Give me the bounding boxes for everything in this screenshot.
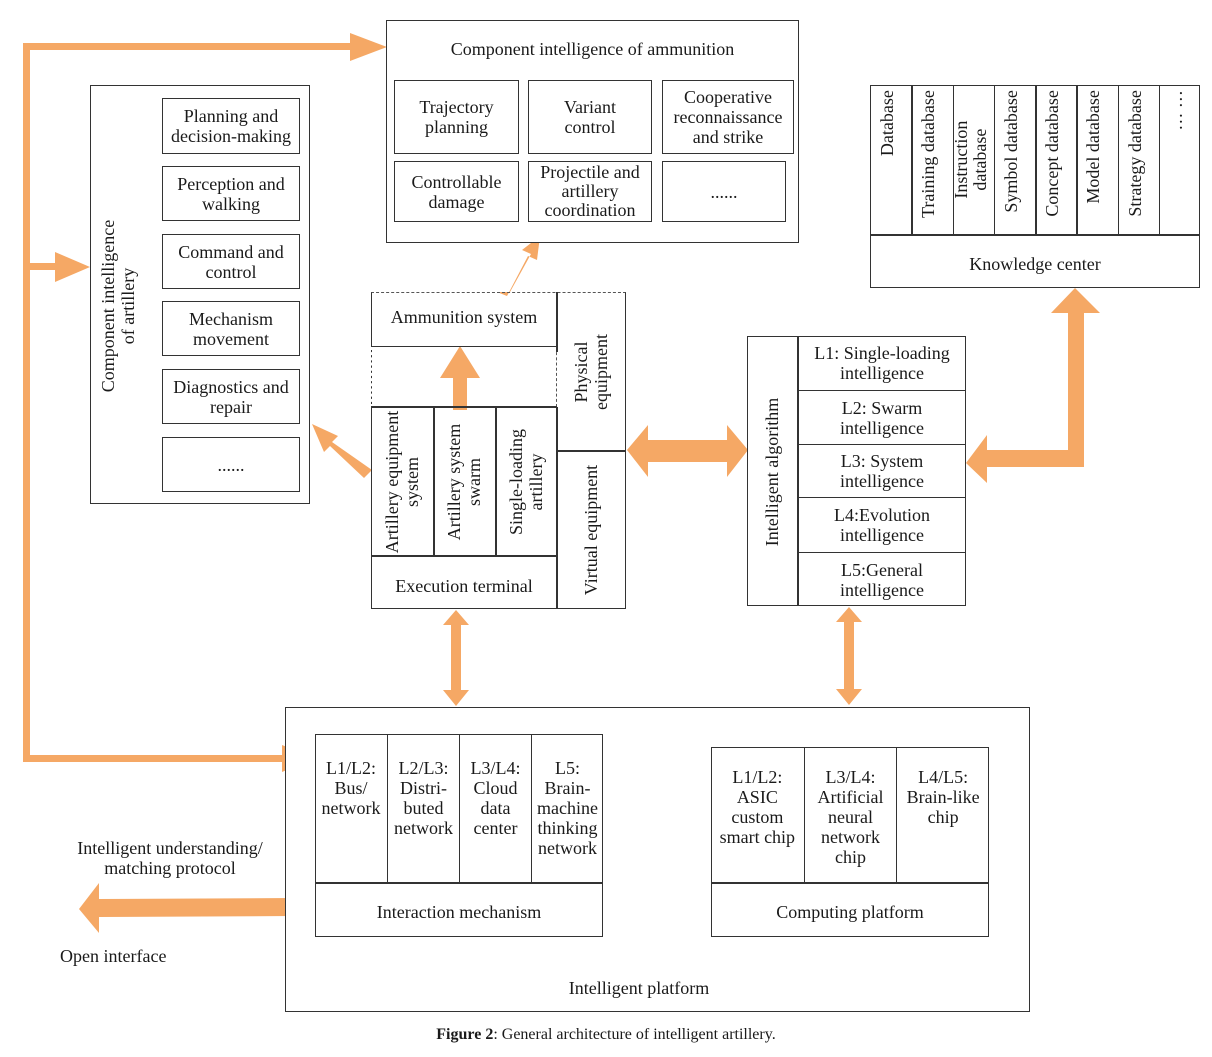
algorithm-level: L4:Evolution intelligence (798, 497, 966, 552)
computing-platform-label: Computing platform (776, 902, 924, 922)
top-connector-line (23, 43, 353, 50)
ammunition-item: ...... (662, 161, 786, 222)
ammunition-system-label: Ammunition system (390, 307, 538, 327)
algorithm-level: L3: System intelligence (798, 444, 966, 497)
interaction-mechanism-label: Interaction mechanism (376, 902, 542, 922)
artillery-item: Planning and decision-making (162, 98, 300, 154)
computing-divider-h (711, 882, 989, 884)
exec-column-label: Artillery system swarm (444, 423, 484, 541)
physical-virtual-divider-h (556, 450, 626, 452)
artillery-item: Perception and walking (162, 166, 300, 221)
database-label: Database (877, 90, 898, 156)
platform-column: L2/L3: Distri-buted network (387, 734, 459, 882)
ammunition-component-title: Component intelligence of ammunition (450, 39, 735, 59)
algorithm-divider-v (797, 336, 799, 606)
database-label: Training database (918, 90, 939, 218)
computing-platform-panel (711, 747, 989, 937)
algorithm-level: L5:General intelligence (798, 552, 966, 606)
trunk-line (23, 43, 30, 760)
arrow-to-artillery-component (55, 252, 90, 282)
artillery-item: Diagnostics and repair (162, 369, 300, 424)
ammunition-item: Variant control (528, 80, 652, 154)
virtual-equipment-label: Virtual equipment (581, 464, 601, 596)
database-divider (1076, 85, 1078, 234)
database-divider (1117, 85, 1119, 234)
intelligent-platform-title: Intelligent platform (568, 978, 710, 998)
physical-equipment-label: Physical equipment (571, 334, 611, 410)
database-label: Concept database (1042, 90, 1063, 217)
platform-column: L1/L2: Bus/ network (321, 758, 381, 818)
exec-column-label: Artillery equipment system (382, 410, 422, 554)
database-label: … … (1165, 90, 1186, 131)
arrow-open-interface (79, 882, 315, 933)
ammunition-item: Cooperative reconnaissance and strike (662, 80, 794, 154)
ammunition-item: Controllable damage (394, 161, 519, 222)
artillery-component-title: Component intelligence of artillery (98, 219, 138, 393)
figure-caption-label: Figure 2 (436, 1026, 494, 1043)
col-divider (433, 406, 435, 556)
col-divider (495, 406, 497, 556)
arrow-algorithm-platform (836, 607, 862, 705)
platform-column: L3/L4: Artificial neural network chip (803, 747, 897, 882)
bottom-connector-line (23, 755, 285, 762)
artillery-component-panel (90, 85, 310, 504)
knowledge-center-title: Knowledge center (969, 254, 1101, 274)
database-divider (911, 85, 913, 234)
arrow-exec-platform (443, 610, 469, 706)
ammunition-item: Trajectory planning (394, 80, 519, 154)
ammunition-item: Projectile and artillery coordination (528, 161, 652, 222)
database-divider (993, 85, 996, 234)
arrow-exec-to-artillery (312, 424, 372, 478)
figure-caption-text: : General architecture of intelligent ar… (493, 1026, 776, 1043)
arrow-to-ammunition-component (350, 33, 387, 61)
arrow-exec-algorithm (627, 425, 748, 477)
algorithm-level: L2: Swarm intelligence (798, 390, 966, 444)
arrow-algorithm-knowledge (966, 288, 1100, 483)
figure-caption: Figure 2: General architecture of intell… (0, 1026, 1212, 1044)
database-label: Model database (1083, 90, 1104, 204)
exec-column-label: Single-loading artillery (506, 429, 546, 535)
database-label: Instruction database (950, 120, 990, 199)
database-divider (1158, 85, 1161, 234)
columns-bottom-line (371, 555, 557, 557)
platform-column: L1/L2: ASIC custom smart chip (719, 767, 796, 847)
knowledge-center-divider (870, 234, 1200, 236)
columns-top-line (371, 406, 557, 408)
platform-column: L5: Brain-machine thinking network (531, 734, 603, 882)
intelligent-algorithm-title: Intelligent algorithm (762, 397, 782, 547)
physical-virtual-divider-v (556, 292, 558, 352)
database-divider (1035, 85, 1037, 234)
protocol-label: Intelligent understanding/ matching prot… (77, 838, 263, 878)
platform-column: L3/L4: Cloud data center (459, 734, 531, 882)
artillery-item: ...... (162, 437, 300, 492)
intelligent-algorithm-panel (747, 336, 966, 606)
ammunition-system-box (371, 292, 557, 347)
virtual-divider-v (556, 407, 558, 609)
mid-connector-line (23, 263, 58, 270)
interaction-divider-h (315, 882, 603, 884)
algorithm-level: L1: Single-loading intelligence (814, 343, 950, 383)
platform-column: L4/L5: Brain-like chip (896, 747, 989, 882)
artillery-item: Command and control (162, 234, 300, 289)
open-interface-label: Open interface (60, 946, 167, 966)
database-label: Symbol database (1000, 90, 1021, 213)
database-divider (952, 85, 954, 234)
database-label: Strategy database (1124, 90, 1145, 217)
arrow-exec-to-ammunition (497, 236, 540, 296)
execution-terminal-label: Execution terminal (395, 576, 533, 596)
artillery-item: Mechanism movement (162, 301, 300, 356)
dashed-zone (371, 347, 557, 407)
